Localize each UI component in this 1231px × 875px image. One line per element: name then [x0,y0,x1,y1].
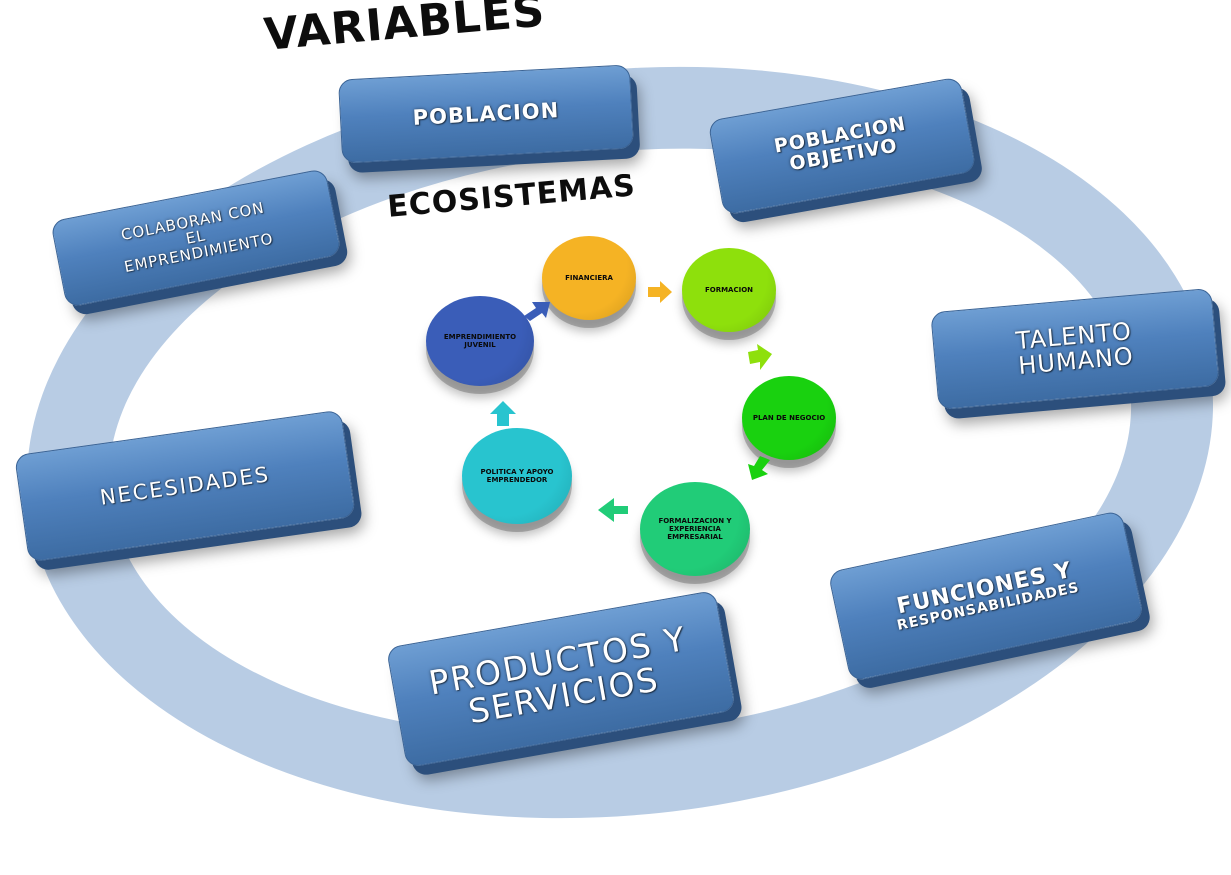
cycle-node-financiera: FINANCIERA [542,236,636,320]
arrow-formalizacion-to-politica-icon [598,498,628,522]
cycle-node-emprendimiento: EMPRENDIMIENTO JUVENIL [426,296,534,386]
arrow-formacion-to-plan-icon [748,344,772,370]
arrow-politica-to-emprendimiento-icon [490,401,516,426]
cycle-node-label: FORMALIZACION Y EXPERIENCIA EMPRESARIAL [658,516,732,542]
cycle-node-label: EMPRENDIMIENTO JUVENIL [443,332,517,349]
arrow-plan-to-formalizacion-icon [748,456,770,480]
arrow-emprendimiento-to-financiera-icon [524,302,550,321]
cycle-node-formalizacion: FORMALIZACION Y EXPERIENCIA EMPRESARIAL [640,482,750,576]
cycle-node-plan-de-negocio: PLAN DE NEGOCIO [742,376,836,460]
cycle-arrows [490,281,772,522]
cycle-node-label: FINANCIERA [565,273,613,282]
cycle-node-politica: POLITICA Y APOYO EMPRENDEDOR [462,428,572,524]
cycle-node-label: POLITICA Y APOYO EMPRENDEDOR [480,467,554,484]
cycle-node-label: FORMACION [704,285,754,294]
cycle-node-formacion: FORMACION [682,248,776,332]
cycle-node-label: PLAN DE NEGOCIO [752,413,826,422]
arrow-financiera-to-formacion-icon [648,281,672,303]
